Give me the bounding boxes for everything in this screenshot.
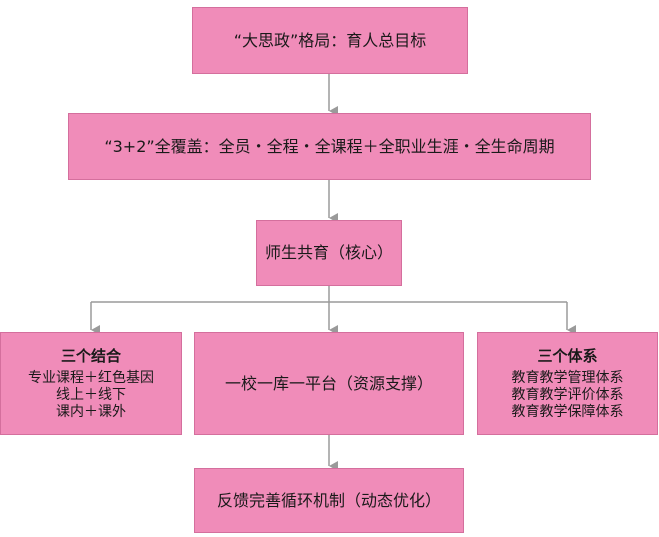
resource-support-text: 一校一库一平台（资源支撑） (224, 373, 433, 393)
three-combinations-title: 三个结合 (60, 346, 121, 365)
three-combinations-item: 课内＋课外 (56, 403, 126, 420)
resource-support-box: 一校一库一平台（资源支撑） (194, 332, 464, 435)
three-combinations-item: 专业课程＋红色基因 (28, 369, 154, 386)
core-box: 师生共育（核心） (256, 220, 402, 286)
three-systems-box: 三个体系 教育教学管理体系 教育教学评价体系 教育教学保障体系 (477, 332, 658, 435)
three-systems-item: 教育教学管理体系 (511, 369, 624, 386)
goal-text: “大思政”格局：育人总目标 (233, 30, 427, 50)
feedback-box: 反馈完善循环机制（动态优化） (194, 468, 464, 533)
coverage-text: “3+2”全覆盖：全员・全程・全课程＋全职业生涯・全生命周期 (104, 136, 555, 156)
three-systems-item: 教育教学评价体系 (511, 386, 624, 403)
three-combinations-item: 线上＋线下 (56, 386, 126, 403)
core-text: 师生共育（核心） (264, 243, 393, 262)
three-systems-title: 三个体系 (537, 346, 598, 365)
three-combinations-box: 三个结合 专业课程＋红色基因 线上＋线下 课内＋课外 (0, 332, 182, 435)
goal-box: “大思政”格局：育人总目标 (192, 7, 468, 74)
coverage-box: “3+2”全覆盖：全员・全程・全课程＋全职业生涯・全生命周期 (68, 113, 591, 180)
three-systems-item: 教育教学保障体系 (511, 403, 624, 420)
feedback-text: 反馈完善循环机制（动态优化） (216, 490, 441, 510)
